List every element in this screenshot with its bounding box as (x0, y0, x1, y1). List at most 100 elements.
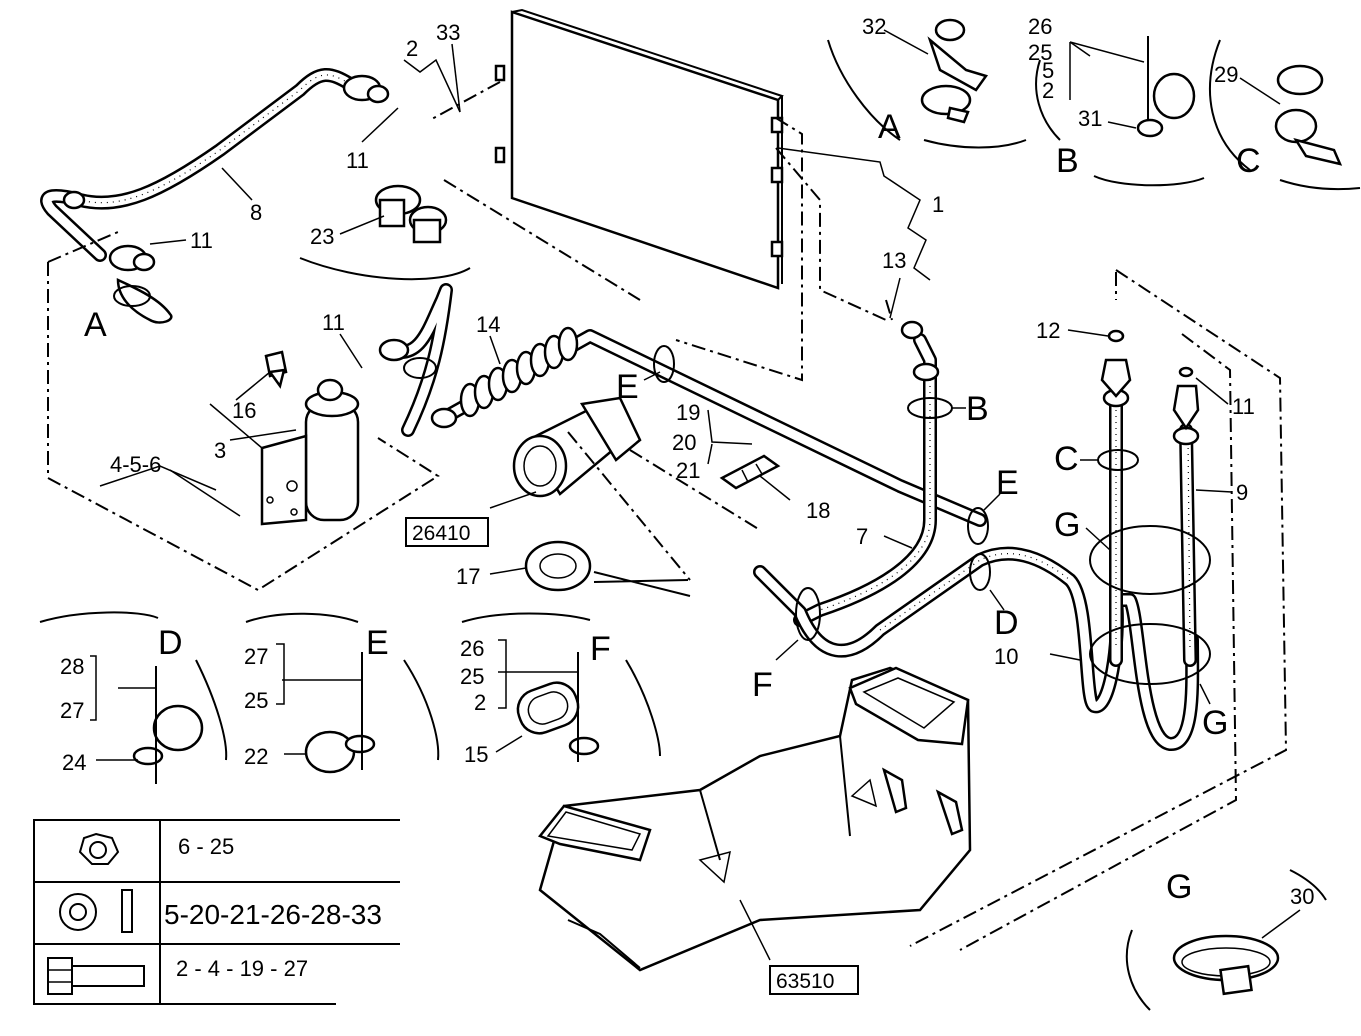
label-part-24: 24 (62, 750, 86, 775)
clip-32 (920, 18, 989, 124)
hose-10 (753, 546, 1200, 751)
detail-B-clip: 31 (1078, 106, 1102, 131)
detail-E: E 27 25 (244, 624, 389, 713)
label-part-10: 10 (994, 644, 1018, 669)
detail-D-stack-2: 27 (60, 698, 84, 723)
label-part-3: 3 (214, 438, 226, 463)
hose-9 (1100, 329, 1200, 667)
detail-C-letter: C (1236, 142, 1261, 180)
clamp-18 (719, 454, 781, 490)
hex-nut-icon (78, 832, 120, 865)
legend-table: 6 - 25 5-20-21-26-28-33 2 - 4 - 19 - 27 (33, 819, 400, 1005)
label-part-23: 23 (310, 224, 334, 249)
detail-E-stack-1: 27 (244, 644, 268, 669)
label-part-13: 13 (882, 248, 906, 273)
spring-guard (459, 326, 579, 418)
label-part-9: 9 (1236, 480, 1248, 505)
label-part-19: 19 (676, 400, 700, 425)
callout-D: D (994, 604, 1019, 642)
callout-F: F (752, 666, 773, 704)
label-part-14: 14 (476, 312, 500, 337)
label-part-21: 21 (676, 458, 700, 483)
legend-row-3-values: 2 - 4 - 19 - 27 (176, 956, 308, 981)
detail-B-stack-4: 2 (1042, 78, 1054, 103)
receiver-drier (260, 350, 360, 526)
detail-B: B 26 25 5 2 31 (1028, 14, 1102, 180)
detail-E-stack-2: 25 (244, 688, 268, 713)
ref-heater-unit-text: 63510 (776, 970, 834, 993)
label-part-4-5-6: 4-5-6 (110, 452, 161, 477)
detail-F: F 26 25 2 (460, 630, 611, 715)
ref-compressor: 26410 (405, 517, 489, 547)
label-part-11-left: 11 (190, 228, 213, 253)
detail-B-stack-1: 26 (1028, 14, 1052, 39)
detail-A: A 32 (862, 14, 901, 146)
detail-D: D 28 27 24 (60, 624, 183, 723)
detail-F-stack-3: 2 (474, 690, 486, 715)
detail-G-letter: G (1166, 868, 1192, 906)
detail-B-stack-2: 25 (1028, 40, 1052, 65)
ref-heater-unit: 63510 (769, 965, 859, 995)
label-part-2: 2 (406, 36, 418, 61)
callout-A: A (84, 306, 107, 344)
detail-G: G (1166, 868, 1192, 906)
legend-row-2-values: 5-20-21-26-28-33 (164, 899, 382, 930)
label-part-8: 8 (250, 200, 262, 225)
callout-E-right: E (996, 464, 1019, 502)
detail-C: C 29 (1214, 62, 1261, 180)
bolt-icon (47, 957, 145, 995)
callout-B: B (966, 390, 989, 428)
label-part-20: 20 (672, 430, 696, 455)
label-part-1: 1 (932, 192, 944, 217)
label-part-30: 30 (1290, 884, 1314, 909)
label-part-7: 7 (856, 524, 868, 549)
ref-compressor-text: 26410 (412, 522, 470, 545)
detail-F-stack-1: 26 (460, 636, 484, 661)
clip-22 (304, 652, 376, 774)
clip-15 (516, 652, 600, 762)
hose-8 (40, 68, 390, 324)
callout-letters: A B C E E D F G G (84, 306, 1228, 742)
detail-D-letter: D (158, 624, 183, 662)
label-part-11-mid: 11 (322, 310, 345, 335)
detail-A-clip: 32 (862, 14, 886, 39)
detail-B-letter: B (1056, 142, 1079, 180)
hose-7 (793, 320, 940, 627)
label-part-12: 12 (1036, 318, 1060, 343)
label-part-17: 17 (456, 564, 480, 589)
callout-G-lower: G (1202, 704, 1228, 742)
condenser (494, 8, 784, 290)
label-part-11-right: 11 (1232, 394, 1255, 419)
clip-24 (132, 666, 204, 784)
label-part-16: 16 (232, 398, 256, 423)
detail-F-stack-2: 25 (460, 664, 484, 689)
clip-31 (1136, 36, 1196, 138)
heater-unit (537, 666, 972, 972)
clip-30 (1172, 934, 1280, 996)
label-part-18: 18 (806, 498, 830, 523)
detail-F-letter: F (590, 630, 611, 668)
legend-row-1-values: 6 - 25 (178, 834, 234, 859)
label-part-22: 22 (244, 744, 268, 769)
clip-23 (374, 184, 448, 244)
label-part-11-top: 11 (346, 148, 369, 173)
hose-14 (378, 283, 987, 527)
detail-A-letter: A (878, 108, 901, 146)
label-part-15: 15 (464, 742, 488, 767)
callout-E-upper: E (616, 368, 639, 406)
detail-C-clip: 29 (1214, 62, 1238, 87)
clip-29 (1274, 64, 1343, 166)
detail-D-stack-1: 28 (60, 654, 84, 679)
part-labels: 1 2 33 8 11 11 11 11 23 14 16 3 4-5-6 13… (62, 20, 1314, 909)
callout-C: C (1054, 440, 1079, 478)
compressor (512, 396, 642, 498)
label-part-33: 33 (436, 20, 460, 45)
leader-lines (90, 29, 1301, 961)
detail-B-stack-3: 5 (1042, 58, 1054, 83)
lock-washer-17 (524, 540, 592, 592)
callout-G-upper: G (1054, 506, 1080, 544)
detail-E-letter: E (366, 624, 389, 662)
washer-pin-icon (59, 889, 133, 933)
